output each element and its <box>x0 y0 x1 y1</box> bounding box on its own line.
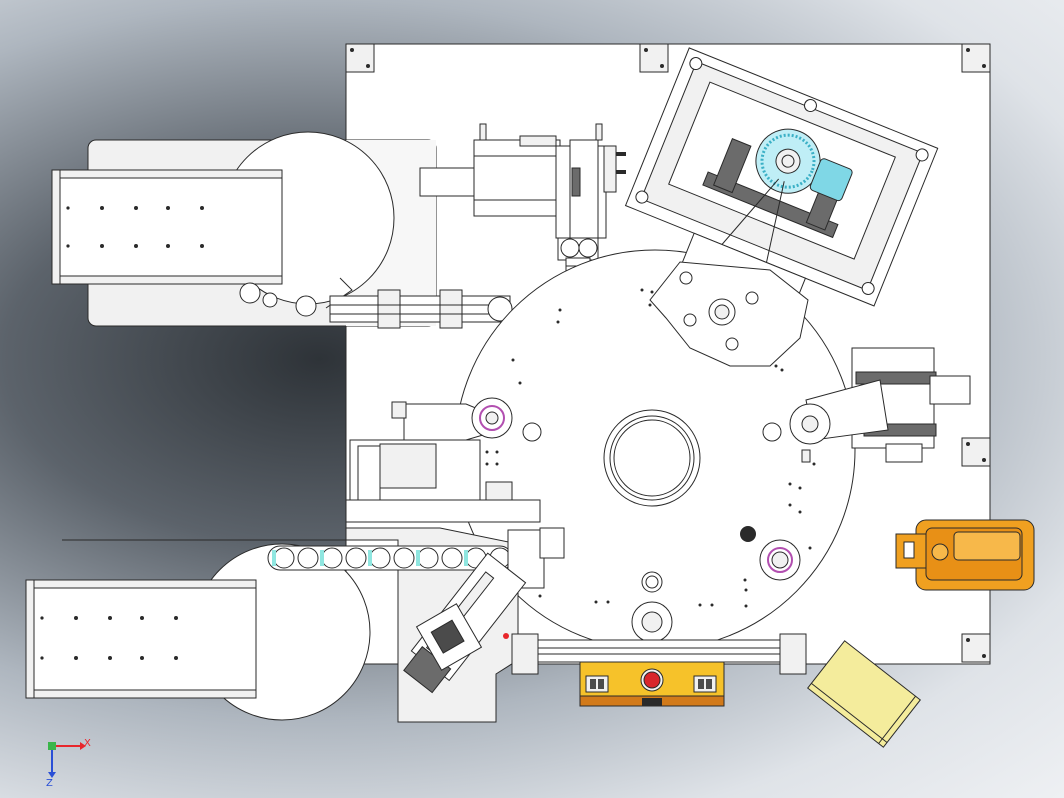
toggle-switch-icon[interactable] <box>585 675 609 693</box>
lower-feeder-assembly <box>25 527 519 723</box>
left-swing-arm <box>391 397 513 441</box>
emergency-stop-icon[interactable] <box>640 668 664 692</box>
robot-unit <box>895 519 1035 591</box>
lower-gripper-arm <box>403 527 565 694</box>
upper-feeder-assembly <box>51 131 524 329</box>
motor-mounting-plate <box>649 261 809 367</box>
x-axis-label: X <box>84 738 91 749</box>
toggle-switch-icon[interactable] <box>693 675 717 693</box>
right-transfer-arm <box>789 347 971 463</box>
coordinate-triad-icon: X Z <box>46 738 91 789</box>
side-bracket <box>345 439 541 523</box>
z-axis-label: Z <box>46 778 53 789</box>
bead-conveyor <box>267 545 513 571</box>
operator-control-box[interactable] <box>579 661 725 707</box>
mounting-pads <box>345 43 991 663</box>
front-guard-rail <box>511 633 807 675</box>
accessory-box <box>807 640 921 748</box>
